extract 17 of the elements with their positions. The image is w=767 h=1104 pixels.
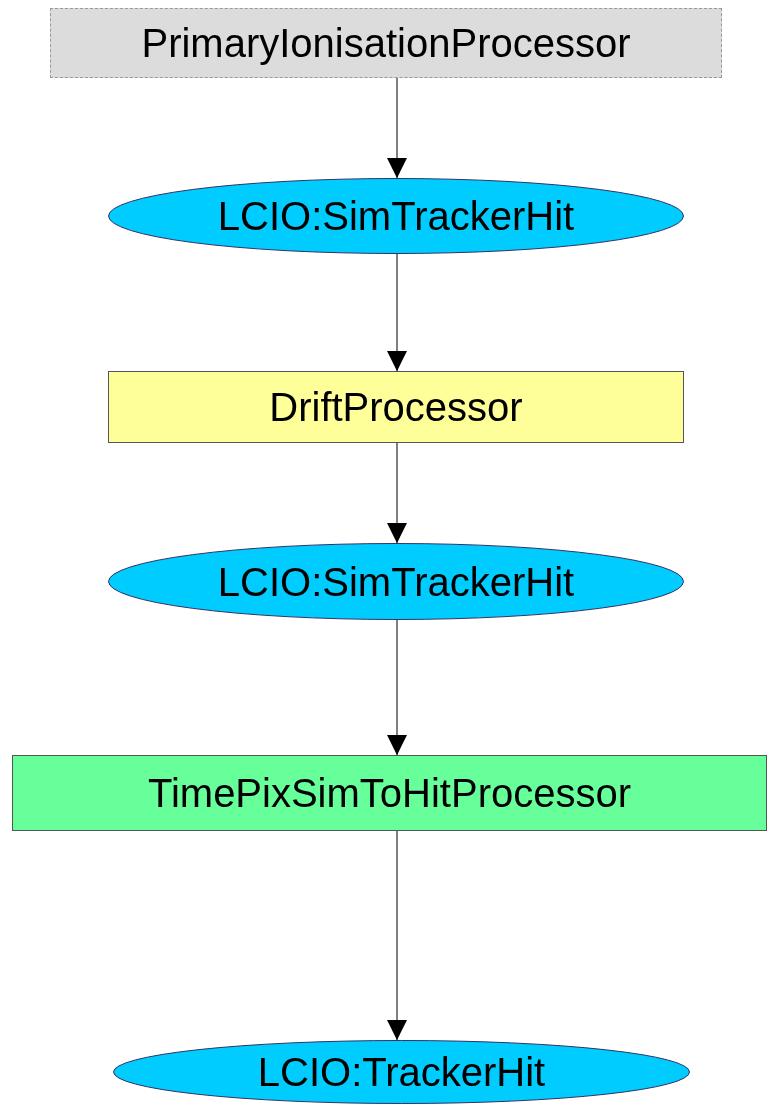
arrow — [387, 619, 407, 756]
arrow — [387, 253, 407, 372]
node-label: TimePixSimToHitProcessor — [147, 773, 631, 813]
process-box — [12, 755, 767, 831]
node-label: PrimaryIonisationProcessor — [141, 23, 631, 63]
arrow — [387, 77, 407, 179]
node-label: LCIO:SimTrackerHit — [217, 561, 575, 602]
process-box — [108, 371, 684, 443]
data-ellipse — [108, 543, 684, 620]
data-ellipse — [108, 178, 684, 254]
node-label: LCIO:TrackerHit — [257, 1052, 546, 1092]
arrow — [387, 442, 407, 544]
arrow — [387, 830, 407, 1041]
node-label: LCIO:SimTrackerHit — [217, 196, 575, 236]
node-label: DriftProcessor — [269, 387, 523, 427]
data-ellipse — [113, 1040, 690, 1104]
process-box — [50, 8, 722, 78]
